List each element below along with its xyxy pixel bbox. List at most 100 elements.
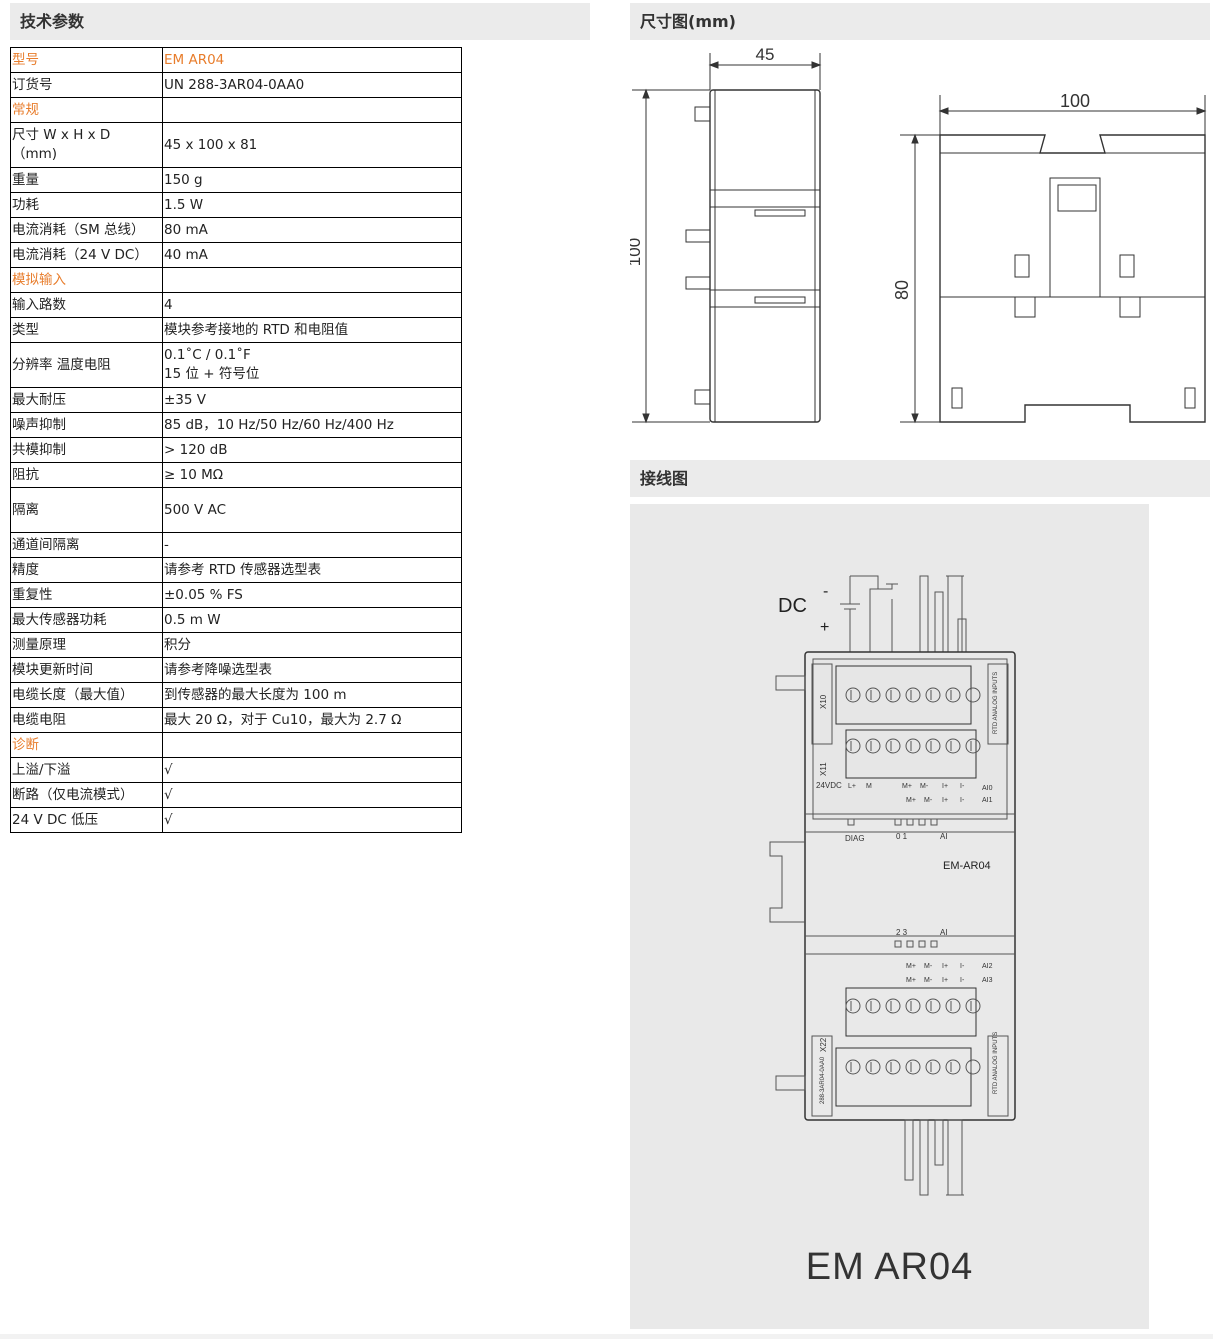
spec-key: 共模抑制 bbox=[10, 437, 163, 463]
diag-label: DIAG bbox=[845, 834, 865, 843]
supply-label: 24VDC bbox=[816, 781, 842, 790]
side-height-label: 80 bbox=[892, 280, 912, 300]
terminal-screw bbox=[945, 738, 961, 754]
spec-value: ±35 V bbox=[162, 387, 462, 413]
spec-key: 阻抗 bbox=[10, 462, 163, 488]
ai1-label: AI1 bbox=[982, 797, 993, 804]
terminal-screw bbox=[965, 738, 981, 754]
spec-row: 共模抑制> 120 dB bbox=[10, 437, 462, 463]
terminal-screw bbox=[905, 1059, 921, 1075]
spec-row: 尺寸 W x H x D （mm)45 x 100 x 81 bbox=[10, 122, 462, 168]
terminal-screw bbox=[945, 687, 961, 703]
spec-key: 尺寸 W x H x D （mm) bbox=[10, 122, 163, 168]
spec-key: 通道间隔离 bbox=[10, 532, 163, 558]
terminal-screw bbox=[925, 1059, 941, 1075]
spec-value: 积分 bbox=[162, 632, 462, 658]
terminal-label: M+ bbox=[906, 977, 916, 984]
ch-bottom-label: 2 3 bbox=[896, 928, 908, 937]
spec-key: 噪声抑制 bbox=[10, 412, 163, 438]
terminal-screw bbox=[865, 1059, 881, 1075]
terminal-label: I+ bbox=[942, 963, 948, 970]
ai-top-label: AI bbox=[940, 832, 948, 841]
spec-key: 电缆电阻 bbox=[10, 707, 163, 733]
spec-value: √ bbox=[162, 782, 462, 808]
spec-row: 重复性±0.05 % FS bbox=[10, 582, 462, 608]
plus-label: + bbox=[820, 619, 829, 636]
terminal-screw bbox=[865, 998, 881, 1014]
ai-bottom-label: AI bbox=[940, 928, 948, 937]
spec-value bbox=[162, 97, 462, 123]
module-name: EM-AR04 bbox=[943, 860, 991, 872]
side-text-bottom: RTD ANALOG INPUTS bbox=[993, 1032, 999, 1094]
spec-key: 型号 bbox=[10, 47, 163, 73]
spec-value: 4 bbox=[162, 292, 462, 318]
spec-key: 隔离 bbox=[10, 487, 163, 533]
spec-value: 0.1˚C / 0.1˚F 15 位 + 符号位 bbox=[162, 342, 462, 388]
spec-row: 精度请参考 RTD 传感器选型表 bbox=[10, 557, 462, 583]
spec-value: EM AR04 bbox=[162, 47, 462, 73]
terminal-screw bbox=[885, 687, 901, 703]
terminal-screw bbox=[865, 687, 881, 703]
terminal-screw bbox=[885, 738, 901, 754]
x22-label: X22 bbox=[819, 1037, 828, 1052]
spec-value: 150 g bbox=[162, 167, 462, 193]
terminal-label: I+ bbox=[942, 977, 948, 984]
spec-row: 模块更新时间请参考降噪选型表 bbox=[10, 657, 462, 683]
terminal-screw bbox=[905, 687, 921, 703]
terminal-screw bbox=[845, 1059, 861, 1075]
spec-value: - bbox=[162, 532, 462, 558]
terminal-screw bbox=[945, 1059, 961, 1075]
spec-row: 常规 bbox=[10, 97, 462, 123]
terminal-screw bbox=[945, 998, 961, 1014]
terminal-screw bbox=[845, 998, 861, 1014]
spec-row: 诊断 bbox=[10, 732, 462, 758]
spec-key: 最大耐压 bbox=[10, 387, 163, 413]
terminal-label: M- bbox=[924, 797, 933, 804]
spec-value: UN 288-3AR04-0AA0 bbox=[162, 72, 462, 98]
spec-key: 订货号 bbox=[10, 72, 163, 98]
spec-row: 类型模块参考接地的 RTD 和电阻值 bbox=[10, 317, 462, 343]
wiring-title: EM AR04 bbox=[805, 1246, 974, 1288]
terminal-screw bbox=[845, 687, 861, 703]
spec-value: 到传感器的最大长度为 100 m bbox=[162, 682, 462, 708]
terminal-label: I- bbox=[960, 977, 965, 984]
spec-row: 最大耐压±35 V bbox=[10, 387, 462, 413]
terminal-screw bbox=[925, 687, 941, 703]
minus-label: - bbox=[823, 583, 828, 600]
spec-key: 电流消耗（24 V DC） bbox=[10, 242, 163, 268]
spec-key: 断路（仅电流模式） bbox=[10, 782, 163, 808]
ch-top-label: 0 1 bbox=[896, 832, 908, 841]
terminal-screw bbox=[965, 687, 981, 703]
spec-value: 0.5 m W bbox=[162, 607, 462, 633]
spec-row: 电流消耗（SM 总线）80 mA bbox=[10, 217, 462, 243]
x11-label: X11 bbox=[819, 762, 828, 776]
terminal-label: M- bbox=[924, 963, 933, 970]
spec-row: 阻抗≥ 10 MΩ bbox=[10, 462, 462, 488]
spec-value: 请参考降噪选型表 bbox=[162, 657, 462, 683]
terminal-screw bbox=[885, 998, 901, 1014]
spec-row: 电流消耗（24 V DC）40 mA bbox=[10, 242, 462, 268]
spec-value bbox=[162, 267, 462, 293]
terminal-screw bbox=[845, 738, 861, 754]
spec-key: 分辨率 温度电阻 bbox=[10, 342, 163, 388]
dimension-svg: 45 100 100 80 bbox=[625, 45, 1207, 424]
spec-row: 断路（仅电流模式）√ bbox=[10, 782, 462, 808]
spec-key: 模拟输入 bbox=[10, 267, 163, 293]
terminal-screw bbox=[865, 738, 881, 754]
spec-row: 24 V DC 低压√ bbox=[10, 807, 462, 833]
spec-key: 模块更新时间 bbox=[10, 657, 163, 683]
spec-value: 请参考 RTD 传感器选型表 bbox=[162, 557, 462, 583]
spec-row: 电缆电阻最大 20 Ω，对于 Cu10，最大为 2.7 Ω bbox=[10, 707, 462, 733]
spec-value: 45 x 100 x 81 bbox=[162, 122, 462, 168]
dc-label: DC bbox=[778, 595, 807, 617]
spec-row: 测量原理积分 bbox=[10, 632, 462, 658]
